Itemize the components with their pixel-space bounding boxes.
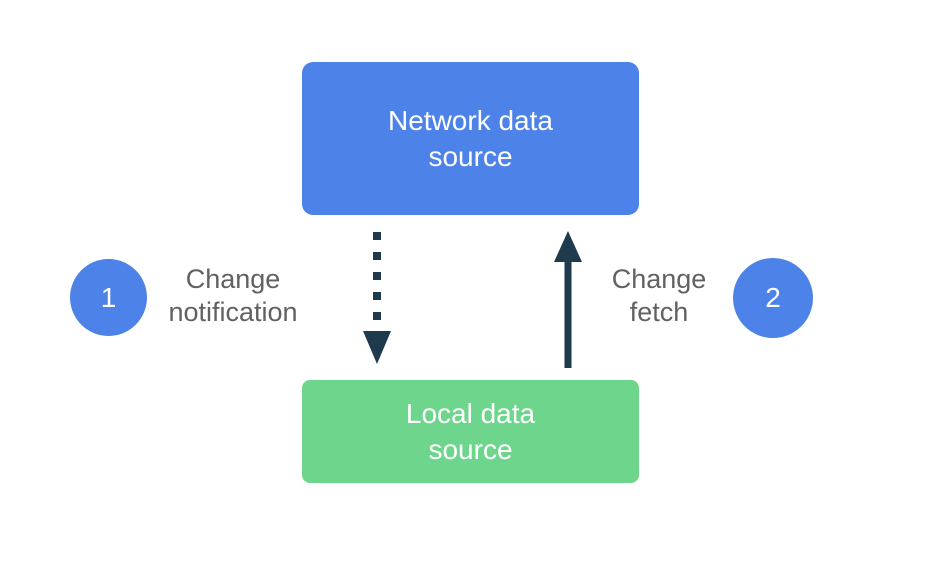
step-2-badge: 2 — [733, 258, 813, 338]
change-fetch-label: Change fetch — [611, 264, 707, 327]
network-data-source-node: Network data source — [302, 62, 639, 215]
step-1-number: 1 — [100, 281, 117, 313]
network-data-source-label: Network data source — [388, 104, 553, 172]
step-2-number: 2 — [765, 282, 781, 313]
local-data-source-node: Local data source — [302, 380, 639, 483]
change-notification-label: Change notification — [168, 264, 298, 327]
change-fetch-arrowhead-icon — [554, 231, 582, 262]
change-notification-arrowhead-icon — [363, 331, 391, 364]
local-data-source-label: Local data source — [405, 397, 536, 465]
step-1-badge: 1 — [70, 259, 147, 336]
